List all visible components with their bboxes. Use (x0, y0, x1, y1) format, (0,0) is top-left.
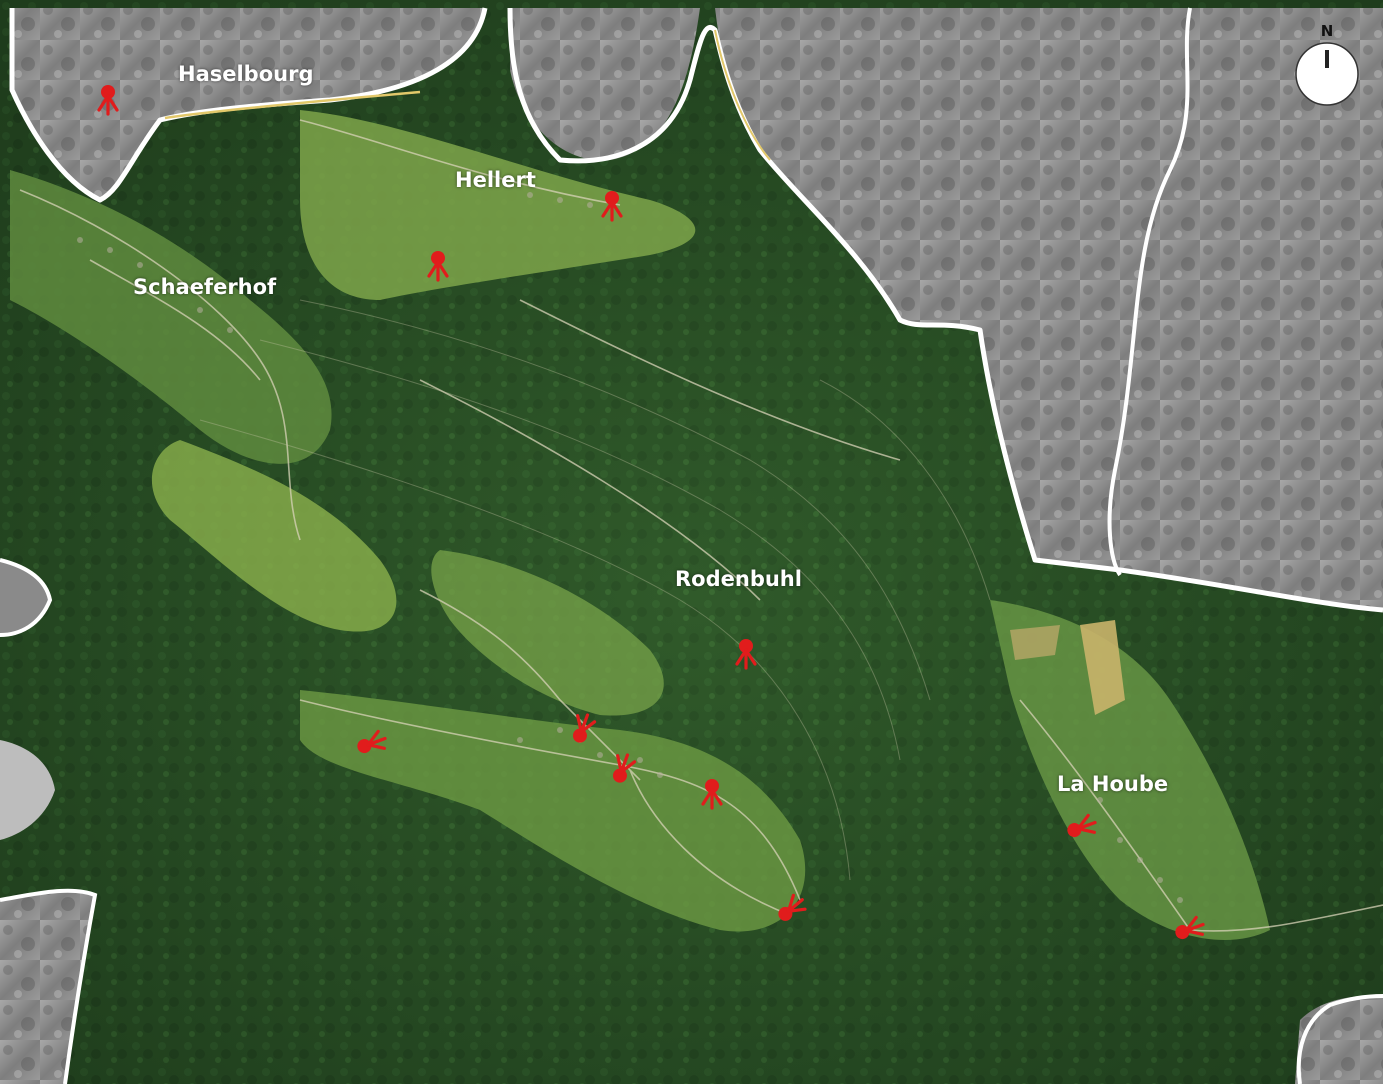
outside-west-2 (0, 740, 55, 840)
contour-lines (199, 299, 991, 881)
marker-7[interactable] (609, 752, 637, 785)
outside-north-west (12, 8, 485, 200)
label-schaeferhof: Schaeferhof (133, 275, 277, 299)
label-rodenbuhl: Rodenbuhl (675, 567, 802, 591)
marker-layer (97, 85, 1206, 943)
outside-north-east (715, 8, 1383, 610)
field-pale (1010, 625, 1060, 660)
label-hellert: Hellert (455, 168, 536, 192)
meadow-la-hoube (990, 600, 1270, 940)
marker-8[interactable] (701, 779, 723, 810)
boundary-south-east (1296, 994, 1383, 1084)
north-arrow-circle (1295, 42, 1359, 106)
marker-3[interactable] (427, 251, 449, 282)
marker-6[interactable] (355, 729, 388, 757)
marker-2[interactable] (601, 191, 623, 222)
road-network (19, 119, 1383, 932)
field-yellow (1080, 620, 1125, 715)
marker-5[interactable] (569, 712, 597, 745)
meadow-rodenbuhl (300, 690, 806, 932)
meadow-center (431, 550, 664, 716)
marker-10[interactable] (1065, 813, 1098, 841)
boundary-east-inner (1107, 7, 1192, 577)
marker-9[interactable] (774, 893, 808, 925)
meadow-hellert (300, 110, 696, 300)
label-haselbourg: Haselbourg (178, 62, 314, 86)
label-la-hoube: La Hoube (1057, 772, 1169, 796)
meadow-schaeferhof (10, 170, 332, 464)
road-east (714, 29, 771, 161)
outside-north-center (510, 8, 700, 161)
north-arrow-letter: N (1321, 22, 1334, 40)
road-north (164, 90, 421, 120)
village-texture (77, 192, 1183, 903)
boundary-south-west (0, 888, 98, 1084)
marker-4[interactable] (735, 639, 757, 670)
north-arrow: N (1293, 20, 1361, 106)
meadow-west (151, 440, 397, 632)
boundary-west (0, 558, 53, 637)
marker-1[interactable] (97, 85, 119, 116)
marker-11[interactable] (1173, 915, 1206, 943)
